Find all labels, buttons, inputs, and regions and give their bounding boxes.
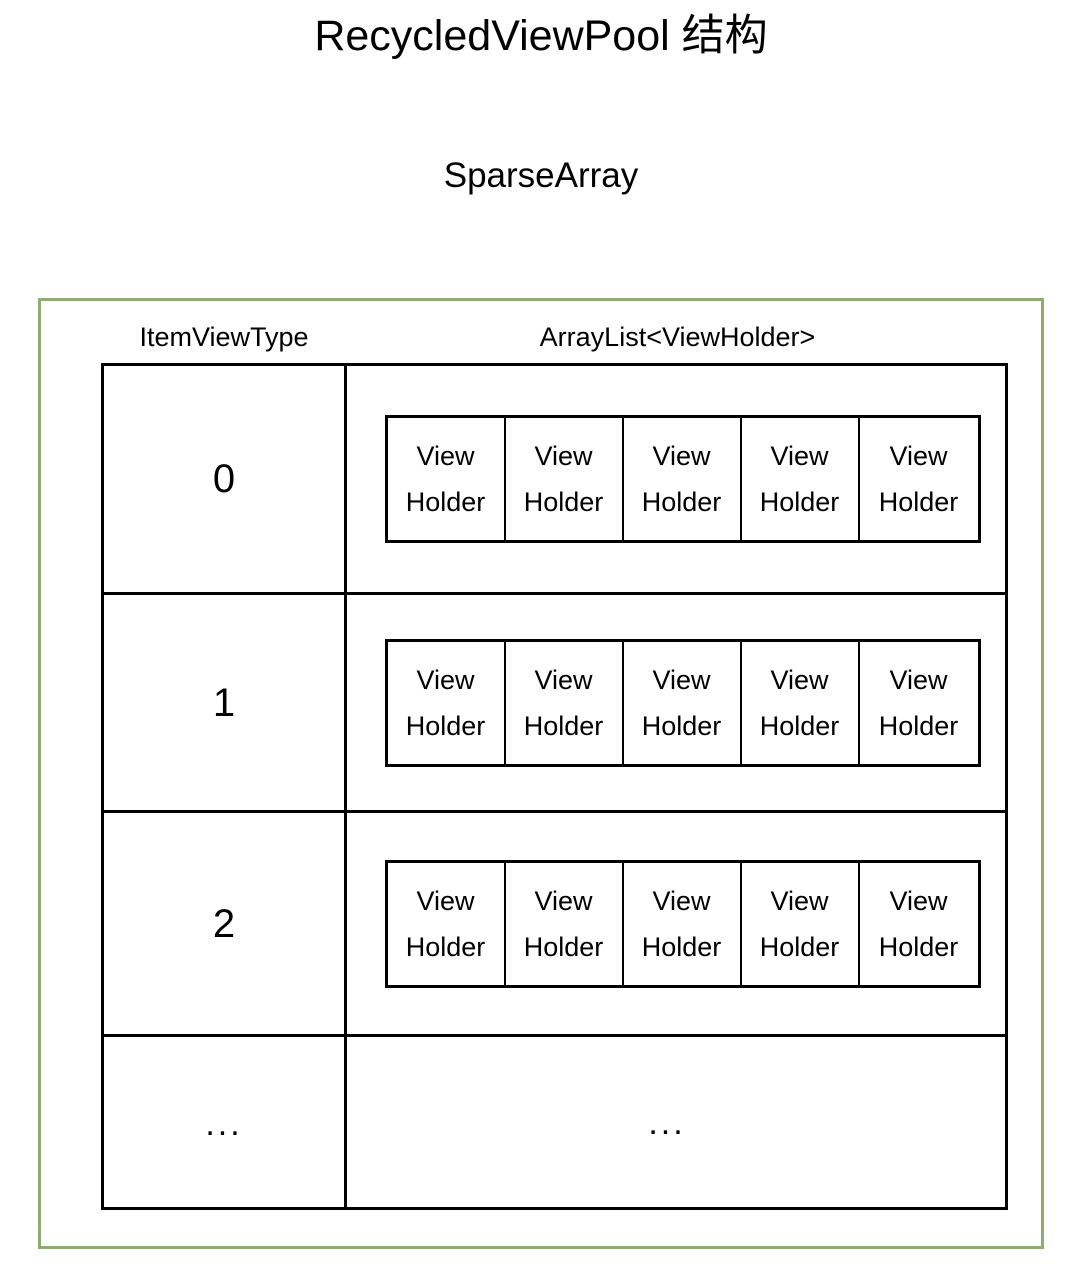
table-row: ... ... xyxy=(104,1037,1005,1210)
viewholder-label-line2: Holder xyxy=(759,931,840,962)
viewholder-box: View Holder xyxy=(506,641,624,764)
viewholder-label-line1: View xyxy=(770,441,829,471)
viewholder-list-cell-ellipsis: ... xyxy=(648,1104,686,1142)
viewholder-label-line1: View xyxy=(889,664,948,695)
viewholder-box: View Holder xyxy=(388,862,506,985)
viewholder-box: View Holder xyxy=(860,418,978,540)
viewholder-box: View Holder xyxy=(624,641,742,764)
item-view-type-cell: 1 xyxy=(104,595,347,810)
viewholder-label-line2: Holder xyxy=(878,931,959,962)
viewholder-label-line2: Holder xyxy=(405,487,486,517)
viewholder-list-cell: View Holder View Holder View Holder View… xyxy=(347,813,1005,1034)
viewholder-label-line2: Holder xyxy=(759,710,840,741)
viewholder-list-cell: View Holder View Holder View Holder View… xyxy=(347,595,1005,810)
sparse-array-table: 0 View Holder View Holder View Holder Vi… xyxy=(101,363,1008,1210)
viewholder-label-line1: View xyxy=(416,441,475,471)
item-view-type-cell: 2 xyxy=(104,813,347,1034)
viewholder-label-line1: View xyxy=(770,885,829,916)
viewholder-label-line1: View xyxy=(652,664,711,695)
viewholder-box: View Holder xyxy=(624,862,742,985)
column-header-array-list: ArrayList<ViewHolder> xyxy=(539,322,816,352)
page-title: RecycledViewPool 结构 xyxy=(314,12,768,60)
viewholder-label-line2: Holder xyxy=(523,710,604,741)
table-row: 1 View Holder View Holder View Holder Vi… xyxy=(104,595,1005,813)
viewholder-label-line1: View xyxy=(652,885,711,916)
column-header-item-view-type: ItemViewType xyxy=(139,322,309,352)
viewholder-label-line2: Holder xyxy=(759,487,840,517)
viewholder-label-line2: Holder xyxy=(641,710,722,741)
viewholder-box: View Holder xyxy=(388,641,506,764)
viewholder-label-line1: View xyxy=(652,441,711,471)
viewholder-label-line2: Holder xyxy=(523,931,604,962)
viewholder-label-line1: View xyxy=(889,885,948,916)
viewholder-label-line1: View xyxy=(534,885,593,916)
table-column-headers: ItemViewType ArrayList<ViewHolder> xyxy=(101,318,1008,360)
viewholder-box: View Holder xyxy=(860,642,978,764)
viewholder-box: View Holder xyxy=(624,418,742,540)
viewholder-label-line2: Holder xyxy=(641,931,722,962)
viewholder-label-line1: View xyxy=(770,664,829,695)
viewholder-box: View Holder xyxy=(742,641,860,764)
table-row: 0 View Holder View Holder View Holder Vi… xyxy=(104,366,1005,595)
viewholder-label-line2: Holder xyxy=(405,931,486,962)
viewholder-label-line2: Holder xyxy=(641,487,722,517)
viewholder-label-line1: View xyxy=(889,441,948,471)
viewholder-label-line2: Holder xyxy=(878,710,959,741)
viewholder-box: View Holder xyxy=(388,418,506,540)
viewholder-label-line2: Holder xyxy=(523,487,604,517)
item-view-type-cell: 0 xyxy=(104,366,347,592)
viewholder-label-line1: View xyxy=(416,664,475,695)
sparse-array-container xyxy=(38,298,1044,1249)
table-row: 2 View Holder View Holder View Holder Vi… xyxy=(104,813,1005,1037)
viewholder-box: View Holder xyxy=(506,862,624,985)
viewholder-label-line1: View xyxy=(534,441,593,471)
viewholder-label-line2: Holder xyxy=(878,487,959,517)
viewholder-label-line1: View xyxy=(416,885,475,916)
viewholder-label-line2: Holder xyxy=(405,710,486,741)
viewholder-box: View Holder xyxy=(506,418,624,540)
viewholder-strip: View Holder View Holder View Holder View… xyxy=(384,859,981,988)
viewholder-box: View Holder xyxy=(860,863,978,985)
viewholder-strip: View Holder View Holder View Holder View… xyxy=(384,638,981,767)
item-view-type-cell-ellipsis: ... xyxy=(104,1037,347,1210)
viewholder-strip: View Holder View Holder View Holder View… xyxy=(384,415,981,543)
viewholder-list-cell: View Holder View Holder View Holder View… xyxy=(347,366,1005,592)
viewholder-box: View Holder xyxy=(742,418,860,540)
viewholder-label-line1: View xyxy=(534,664,593,695)
structure-subtitle: SparseArray xyxy=(443,156,639,195)
viewholder-box: View Holder xyxy=(742,862,860,985)
